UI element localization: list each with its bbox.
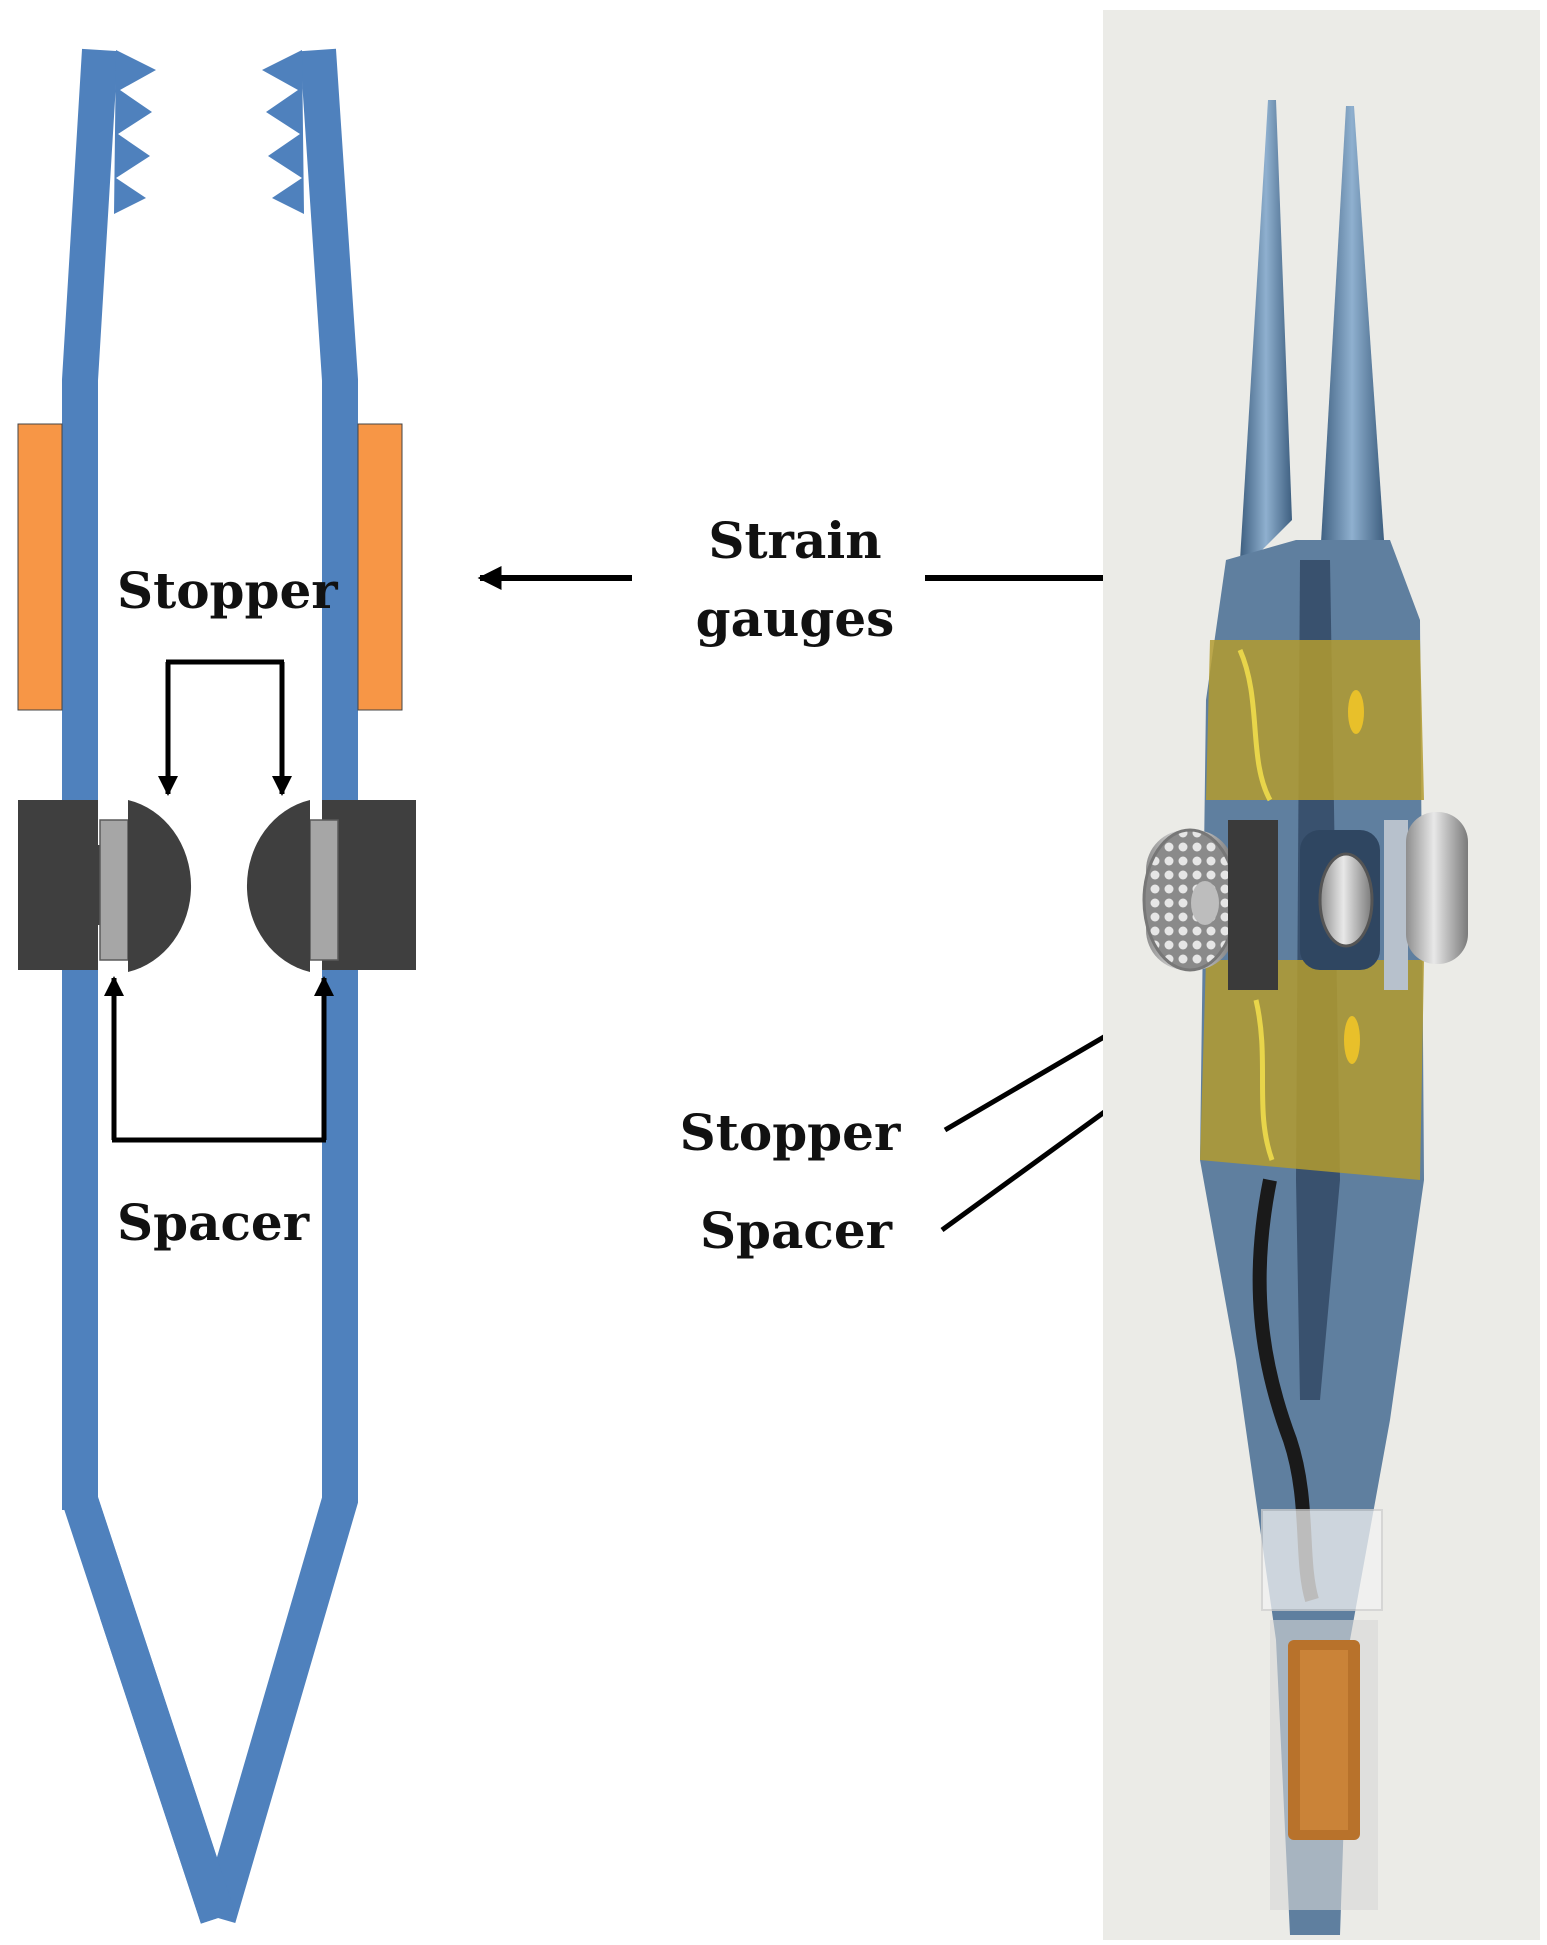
tweezer-schematic: Stopper Spacer xyxy=(17,48,416,1945)
spacer-right xyxy=(309,819,339,961)
tweezer-photo xyxy=(1103,10,1540,1940)
label-spacer-left: Spacer xyxy=(117,1193,310,1252)
stopper-left xyxy=(128,800,192,972)
strain-gauge-left xyxy=(17,423,63,711)
label-strain-line1: Strain xyxy=(708,511,881,570)
spacer-left xyxy=(99,819,129,961)
label-spacer-right: Spacer xyxy=(700,1201,893,1260)
strain-gauge-right xyxy=(357,423,403,711)
photo-tape-upper xyxy=(1206,640,1424,800)
teeth-right xyxy=(262,50,304,214)
label-stopper-right: Stopper xyxy=(680,1103,901,1162)
photo-tape-lower xyxy=(1200,960,1424,1180)
teeth-left xyxy=(114,50,156,214)
label-stopper-left: Stopper xyxy=(117,561,338,620)
photo-sleeve xyxy=(1261,1509,1383,1611)
photo-tip-left xyxy=(1240,100,1292,560)
stopper-right xyxy=(246,800,310,972)
photo-mesh-cap xyxy=(1142,828,1238,972)
photo-cap-right xyxy=(1406,812,1468,964)
label-strain-line2: gauges xyxy=(696,589,895,648)
photo-tip-right xyxy=(1320,106,1384,580)
